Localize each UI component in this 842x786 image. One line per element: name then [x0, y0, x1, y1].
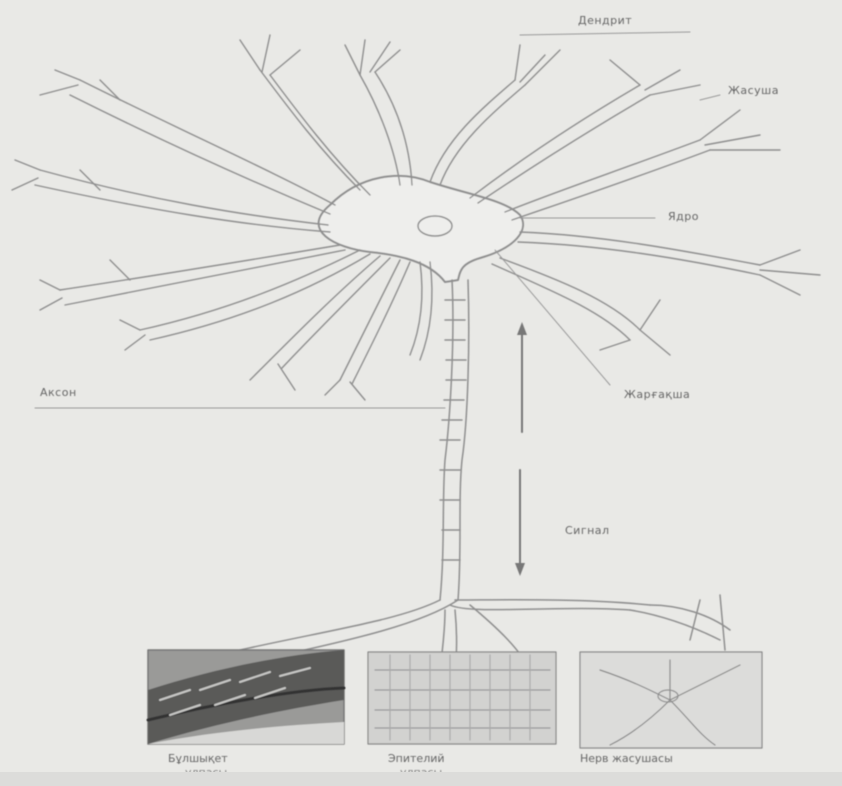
- label-membrane: Жарғақша: [624, 388, 690, 401]
- label-cell: Жасуша: [728, 84, 779, 97]
- axon: [240, 280, 730, 680]
- bottom-strip: [0, 772, 842, 786]
- label-nucleus: Ядро: [668, 210, 699, 223]
- label-signal: Сигнал: [565, 524, 610, 537]
- tissue-muscle: [148, 650, 344, 744]
- caption-muscle: Бұлшықет: [168, 752, 228, 765]
- tissue-epithelial: [368, 652, 556, 744]
- caption-nerve: Нерв жасушасы: [580, 752, 673, 765]
- tissue-nerve: [580, 652, 762, 748]
- label-dendrite: Дендрит: [578, 14, 632, 27]
- signal-arrows: [515, 322, 527, 576]
- label-axon: Аксон: [40, 386, 77, 399]
- caption-epithelial: Эпителий: [388, 752, 445, 765]
